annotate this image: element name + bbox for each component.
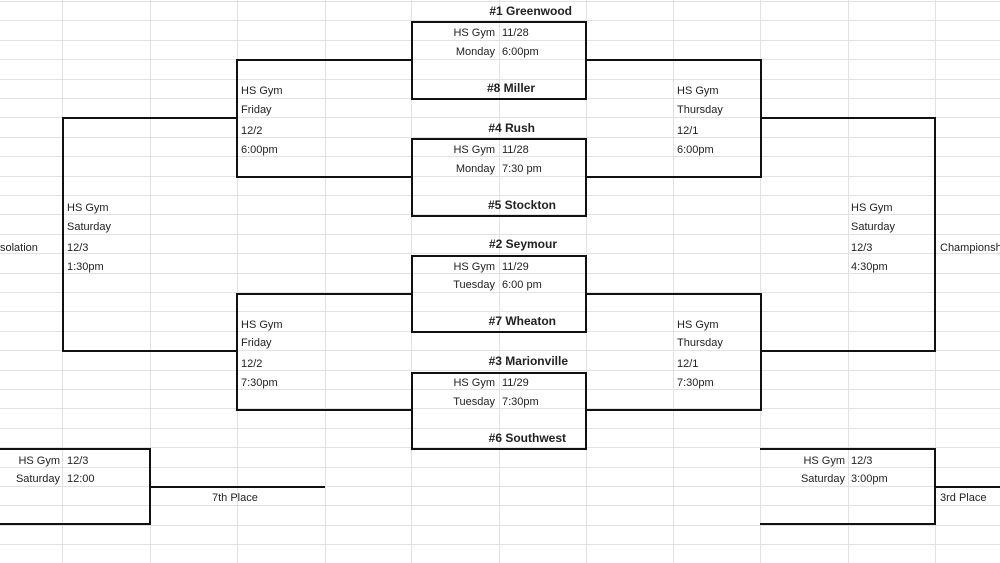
- team-marionville: #3 Marionville: [488, 354, 568, 368]
- semi-2-time: 7:30pm: [677, 377, 714, 389]
- g4-time: 7:30pm: [502, 396, 539, 408]
- third-venue: HS Gym: [803, 455, 845, 467]
- g1-venue: HS Gym: [453, 27, 495, 39]
- cons-semi-1-time: 6:00pm: [241, 144, 278, 156]
- third-time: 3:00pm: [851, 473, 888, 485]
- g4-venue: HS Gym: [453, 377, 495, 389]
- g1-time: 6:00pm: [502, 46, 539, 58]
- g2-venue: HS Gym: [453, 144, 495, 156]
- g4-day: Tuesday: [453, 396, 495, 408]
- championship-time: 4:30pm: [851, 261, 888, 273]
- g2-day: Monday: [455, 163, 495, 175]
- third-day: Saturday: [800, 473, 845, 485]
- semi-1-day: Thursday: [677, 104, 723, 116]
- consolation-day: Saturday: [67, 221, 112, 233]
- consolation-time: 1:30pm: [67, 261, 104, 273]
- championship-venue: HS Gym: [851, 202, 893, 214]
- seventh-date: 12/3: [67, 455, 89, 467]
- seventh-label: 7th Place: [212, 492, 258, 504]
- g2-date: 11/28: [502, 144, 529, 156]
- cons-semi-2-time: 7:30pm: [241, 377, 278, 389]
- championship-label: Championsh: [940, 242, 1000, 254]
- team-rush: #4 Rush: [488, 121, 535, 135]
- g3-day: Tuesday: [453, 279, 495, 291]
- team-stockton: #5 Stockton: [487, 198, 556, 212]
- third-label: 3rd Place: [940, 492, 987, 504]
- semi-1-time: 6:00pm: [677, 144, 714, 156]
- cons-semi-1-venue: HS Gym: [241, 85, 283, 97]
- cons-semi-1-date: 12/2: [241, 125, 263, 137]
- consolation-label: solation: [0, 242, 38, 254]
- g3-time: 6:00 pm: [502, 279, 542, 291]
- g3-venue: HS Gym: [453, 261, 495, 273]
- team-miller: #8 Miller: [486, 81, 535, 95]
- third-date: 12/3: [851, 455, 873, 467]
- g2-time: 7:30 pm: [502, 163, 542, 175]
- cons-semi-1-day: Friday: [241, 104, 272, 116]
- championship-date: 12/3: [851, 242, 873, 254]
- semi-1-date: 12/1: [677, 125, 699, 137]
- cons-semi-2-day: Friday: [241, 337, 272, 349]
- team-wheaton: #7 Wheaton: [488, 314, 556, 328]
- g1-date: 11/28: [502, 27, 529, 39]
- seventh-venue: HS Gym: [18, 455, 60, 467]
- team-seymour: #2 Seymour: [488, 237, 557, 251]
- seventh-time: 12:00: [67, 473, 95, 485]
- semi-1-venue: HS Gym: [677, 85, 719, 97]
- semi-2-venue: HS Gym: [677, 319, 719, 331]
- g4-date: 11/29: [502, 377, 529, 389]
- team-southwest: #6 Southwest: [488, 431, 566, 445]
- cons-semi-2-venue: HS Gym: [241, 319, 283, 331]
- consolation-venue: HS Gym: [67, 202, 109, 214]
- g3-date: 11/29: [502, 261, 529, 273]
- cons-semi-2-date: 12/2: [241, 358, 263, 370]
- consolation-date: 12/3: [67, 242, 89, 254]
- g1-day: Monday: [455, 46, 495, 58]
- seventh-day: Saturday: [15, 473, 60, 485]
- championship-day: Saturday: [851, 221, 896, 233]
- semi-2-date: 12/1: [677, 358, 699, 370]
- semi-2-day: Thursday: [677, 337, 723, 349]
- team-greenwood: #1 Greenwood: [489, 4, 572, 18]
